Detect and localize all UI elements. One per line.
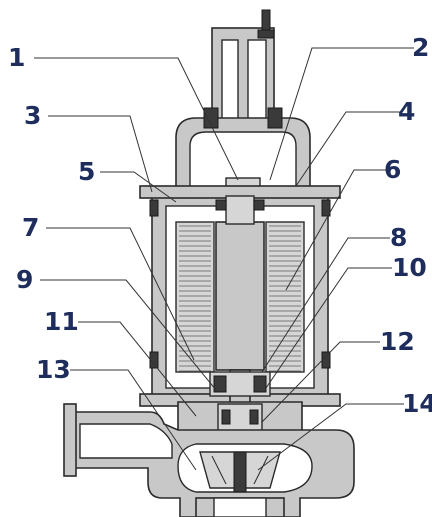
callout-numbers: 1 2 3 4 5 6 7 8 9 10 11 12 13 14 [8, 33, 432, 418]
cable-inlet-housing [211, 9, 275, 129]
leader-14 [257, 403, 404, 471]
impeller [199, 451, 281, 493]
leader-9 [40, 279, 217, 391]
suction-inlet [195, 497, 285, 517]
callout-13: 13 [36, 355, 71, 384]
leader-6 [285, 169, 386, 291]
callout-7: 7 [22, 213, 39, 242]
leader-2 [269, 47, 414, 181]
leader-7 [46, 227, 195, 361]
callout-14: 14 [402, 389, 432, 418]
callout-2: 2 [412, 33, 429, 62]
leader-10 [265, 267, 392, 389]
callout-1: 1 [8, 43, 25, 72]
callout-12: 12 [380, 327, 415, 356]
stator-winding-left [175, 221, 215, 373]
callout-10: 10 [392, 253, 427, 282]
motor-top-cover [175, 107, 311, 197]
upper-bearing [215, 199, 265, 211]
callout-5: 5 [78, 157, 95, 186]
leader-5 [100, 171, 177, 203]
stator-winding-right [265, 221, 305, 373]
leader-13 [70, 369, 197, 471]
callout-8: 8 [390, 223, 407, 252]
callout-6: 6 [384, 155, 401, 184]
callout-3: 3 [24, 101, 41, 130]
leader-lines [34, 47, 414, 471]
leader-4 [295, 111, 400, 187]
leader-1 [34, 57, 239, 181]
leader-3 [48, 115, 153, 193]
leader-11 [78, 321, 197, 417]
leader-8 [261, 237, 390, 373]
callout-4: 4 [398, 97, 415, 126]
leader-12 [261, 341, 380, 423]
callout-9: 9 [16, 265, 33, 294]
lower-bearing [209, 371, 271, 397]
callout-11: 11 [44, 307, 79, 336]
rotor [215, 195, 265, 371]
